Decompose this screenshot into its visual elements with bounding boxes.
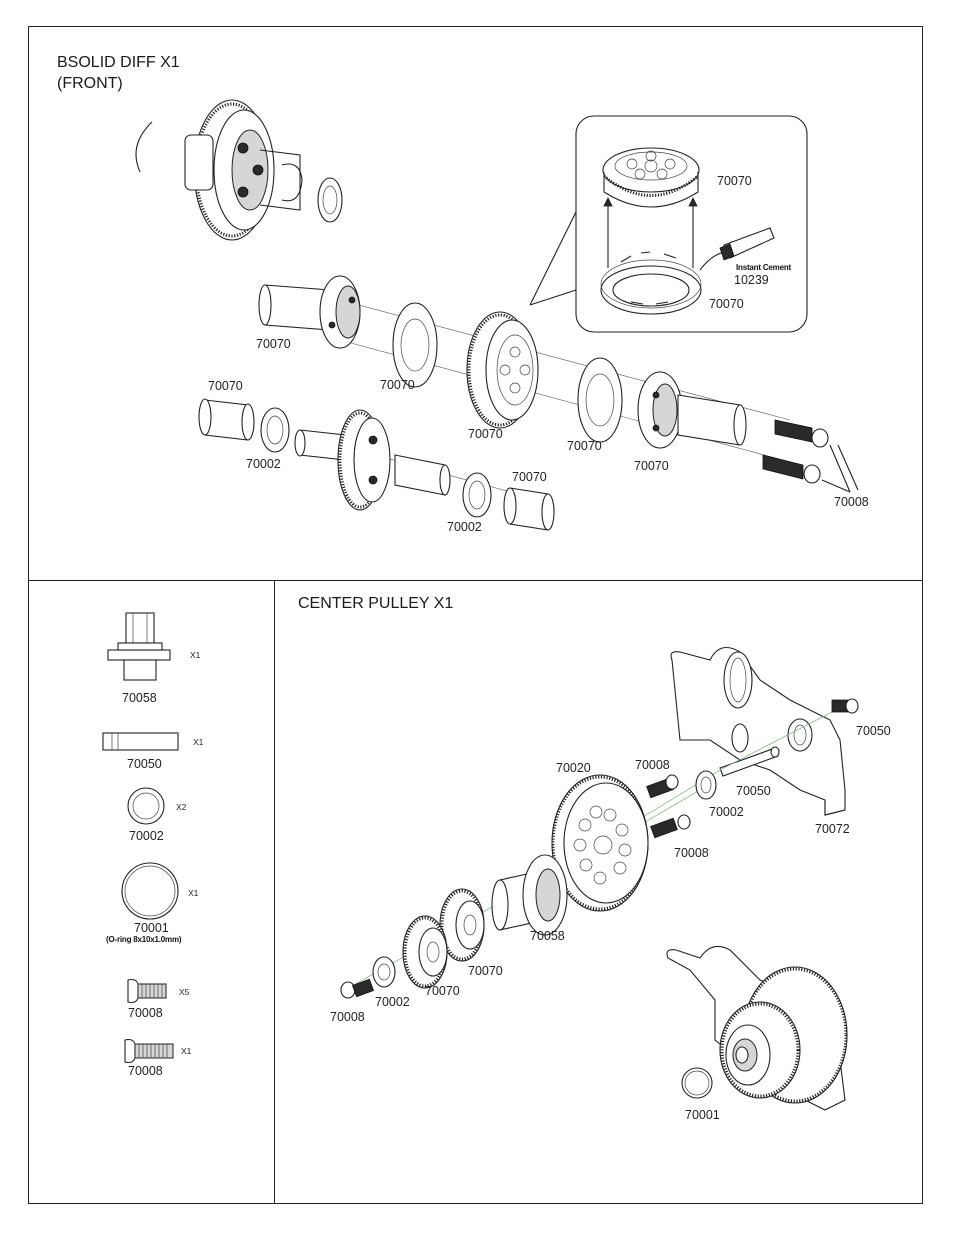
parts-item-4-qty: X1	[188, 888, 199, 898]
pulley-label: 70070	[468, 427, 503, 441]
oring-label: 70001	[685, 1108, 720, 1122]
parts-item-5-number: 70008	[128, 1006, 163, 1020]
shim-left-label: 70070	[380, 378, 415, 392]
parts-item-2-qty: X1	[193, 737, 204, 747]
plate-label: 70072	[815, 822, 850, 836]
instant-cement-label: Instant Cement	[736, 263, 791, 272]
screw-lower-label: 70008	[330, 1010, 365, 1024]
pulley-flange-label: 70070	[468, 964, 503, 978]
parts-list-drawings	[102, 612, 179, 1064]
center-pulley-frame	[274, 580, 923, 1204]
center-pulley-drawing	[340, 646, 859, 1111]
inset-part-top-label: 70070	[717, 174, 752, 188]
diff-section-subtitle: (FRONT)	[57, 75, 123, 92]
inset-detail-drawing	[529, 115, 808, 333]
parts-item-3-number: 70002	[129, 829, 164, 843]
sleeve-left-label: 70070	[208, 379, 243, 393]
screw-upper-label: 70008	[635, 758, 670, 772]
diff-section-title: BSOLID DIFF X1	[57, 54, 180, 71]
bearing-left-label: 70002	[246, 457, 281, 471]
gear-label: 70020	[556, 761, 591, 775]
parts-item-6-number: 70008	[128, 1064, 163, 1078]
parts-item-3-qty: X2	[176, 802, 187, 812]
parts-item-2-number: 70050	[127, 757, 162, 771]
bearing-right-label: 70002	[447, 520, 482, 534]
bearing-upper-label: 70002	[709, 805, 744, 819]
exploded-diff-drawing	[198, 275, 859, 531]
assembled-diff-drawing	[135, 99, 343, 241]
shim-right-label: 70070	[567, 439, 602, 453]
case-right-label: 70070	[634, 459, 669, 473]
parts-item-4-number: 70001	[134, 921, 169, 935]
screws-label: 70008	[834, 495, 869, 509]
screw-top-right-label: 70050	[856, 724, 891, 738]
screw-mid-label: 70008	[674, 846, 709, 860]
sleeve-right-label: 70070	[512, 470, 547, 484]
bearing-lower-label: 70002	[375, 995, 410, 1009]
parts-item-5-qty: X5	[179, 987, 190, 997]
pulley-small-label: 70070	[425, 984, 460, 998]
parts-item-1-number: 70058	[122, 691, 157, 705]
parts-item-4-note: (O-ring 8x10x1.0mm)	[106, 935, 182, 944]
shaft-label: 70050	[736, 784, 771, 798]
cement-part-label: 10239	[734, 273, 769, 287]
inset-part-bottom-label: 70070	[709, 297, 744, 311]
parts-item-6-qty: X1	[181, 1046, 192, 1056]
center-pulley-title: CENTER PULLEY X1	[298, 595, 454, 612]
outdrive-left-label: 70070	[256, 337, 291, 351]
hub-label: 70058	[530, 929, 565, 943]
parts-item-1-qty: X1	[190, 650, 201, 660]
